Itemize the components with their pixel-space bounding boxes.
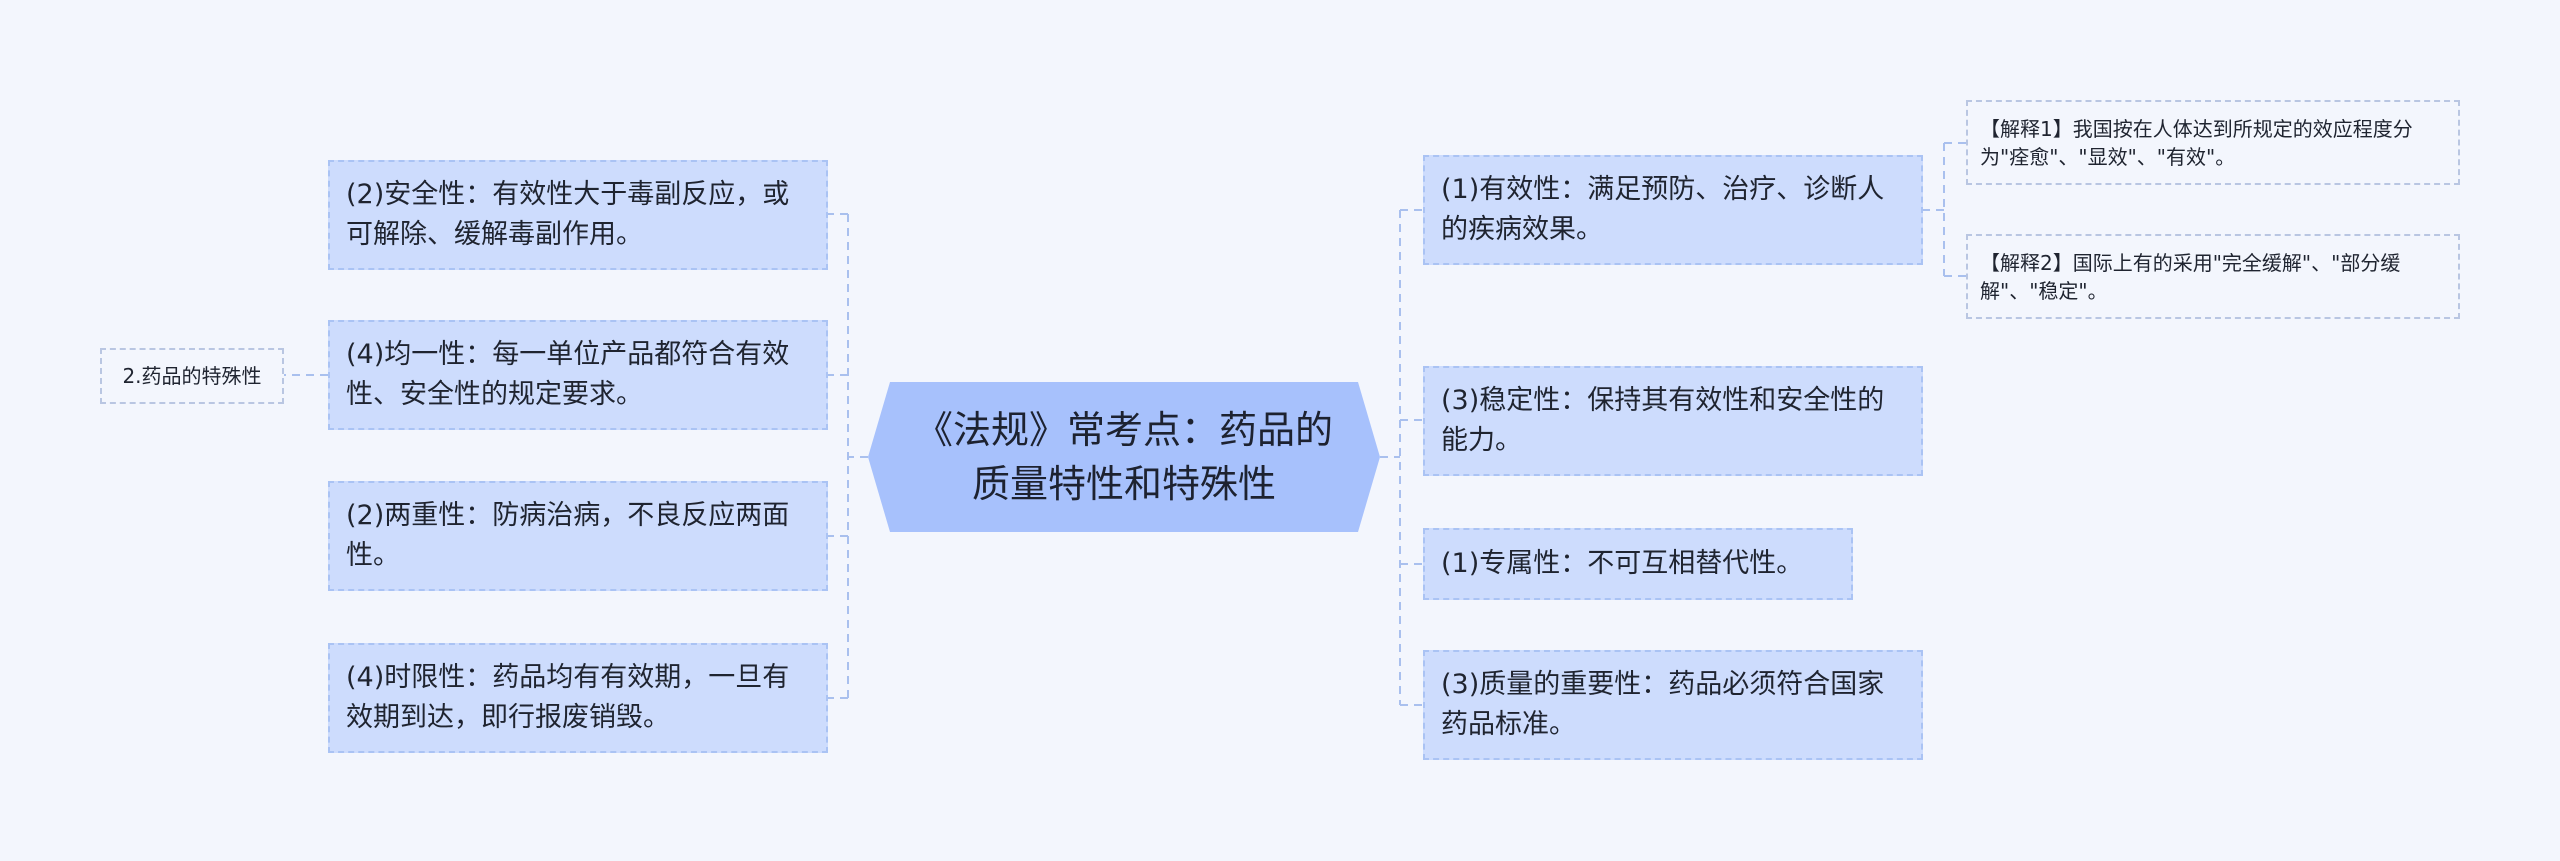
topic-time-limit[interactable]: (4)时限性：药品均有有效期，一旦有效期到达，即行报废销毁。 [328, 643, 828, 753]
explanation-1-text: 【解释1】我国按在人体达到所规定的效应程度分为"痊愈"、"显效"、"有效"。 [1980, 116, 2413, 169]
topic-exclusivity[interactable]: (1)专属性：不可互相替代性。 [1423, 528, 1853, 600]
topic-effectiveness[interactable]: (1)有效性：满足预防、治疗、诊断人的疾病效果。 [1423, 155, 1923, 265]
topic-exclusivity-text: (1)专属性：不可互相替代性。 [1441, 548, 1804, 579]
topic-drug-specialty[interactable]: 2.药品的特殊性 [100, 348, 284, 404]
central-topic[interactable]: 《法规》常考点：药品的质量特性和特殊性 [868, 382, 1380, 532]
topic-quality-importance-text: (3)质量的重要性：药品必须符合国家药品标准。 [1441, 669, 1885, 740]
topic-duality[interactable]: (2)两重性：防病治病，不良反应两面性。 [328, 481, 828, 591]
topic-uniformity-text: (4)均一性：每一单位产品都符合有效性、安全性的规定要求。 [346, 339, 790, 410]
topic-time-limit-text: (4)时限性：药品均有有效期，一旦有效期到达，即行报废销毁。 [346, 662, 790, 733]
topic-effectiveness-text: (1)有效性：满足预防、治疗、诊断人的疾病效果。 [1441, 174, 1885, 245]
topic-safety[interactable]: (2)安全性：有效性大于毒副反应，或可解除、缓解毒副作用。 [328, 160, 828, 270]
topic-duality-text: (2)两重性：防病治病，不良反应两面性。 [346, 500, 790, 571]
topic-drug-specialty-text: 2.药品的特殊性 [122, 364, 262, 388]
topic-uniformity[interactable]: (4)均一性：每一单位产品都符合有效性、安全性的规定要求。 [328, 320, 828, 430]
topic-stability-text: (3)稳定性：保持其有效性和安全性的能力。 [1441, 385, 1885, 456]
explanation-2-text: 【解释2】国际上有的采用"完全缓解"、"部分缓解"、"稳定"。 [1980, 250, 2401, 303]
topic-quality-importance[interactable]: (3)质量的重要性：药品必须符合国家药品标准。 [1423, 650, 1923, 760]
topic-safety-text: (2)安全性：有效性大于毒副反应，或可解除、缓解毒副作用。 [346, 179, 790, 250]
explanation-1[interactable]: 【解释1】我国按在人体达到所规定的效应程度分为"痊愈"、"显效"、"有效"。 [1966, 100, 2460, 185]
central-topic-shape [868, 382, 1380, 532]
central-topic-title: 《法规》常考点：药品的质量特性和特殊性 [914, 408, 1333, 506]
topic-stability[interactable]: (3)稳定性：保持其有效性和安全性的能力。 [1423, 366, 1923, 476]
explanation-2[interactable]: 【解释2】国际上有的采用"完全缓解"、"部分缓解"、"稳定"。 [1966, 234, 2460, 319]
